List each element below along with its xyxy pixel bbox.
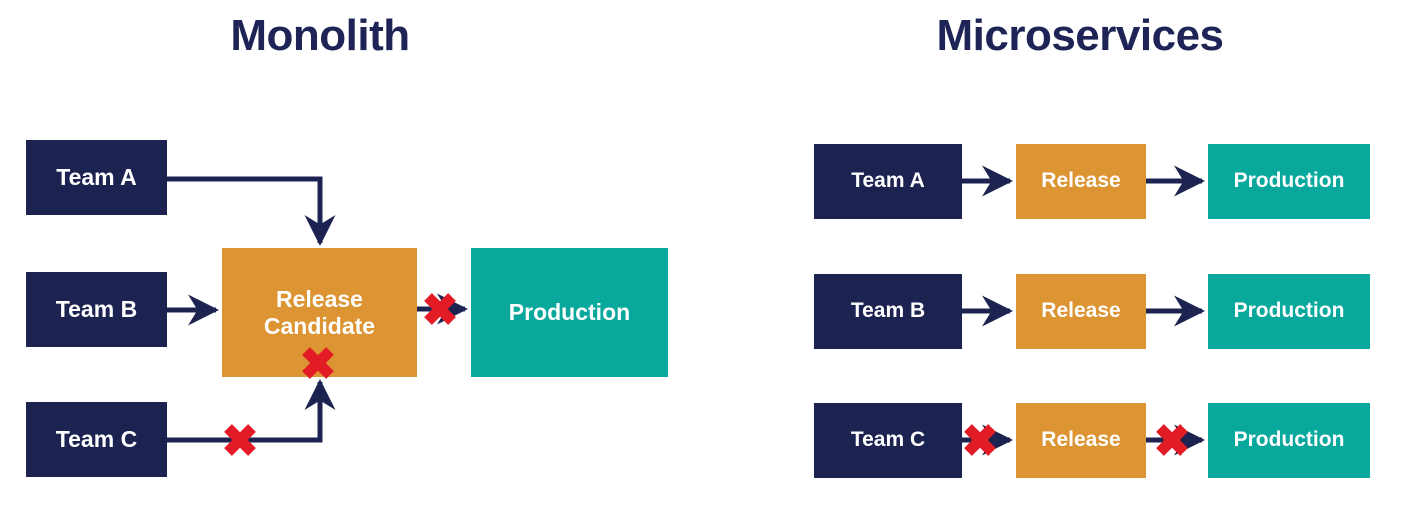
microservices-row2-node-production[interactable]: Production — [1208, 274, 1370, 349]
microservices-row1-node-release[interactable]: Release — [1016, 144, 1146, 219]
microservices-row1-node-team[interactable]: Team A — [814, 144, 962, 219]
failure-x-icon-mono-production-inbound — [424, 293, 456, 325]
microservices-row3-node-team[interactable]: Team C — [814, 403, 962, 478]
link-mono-team-a-to-release — [167, 176, 336, 247]
microservices-row1-node-production[interactable]: Production — [1208, 144, 1370, 219]
monolith-node-team-c[interactable]: Team C — [26, 402, 167, 477]
monolith-node-production[interactable]: Production — [471, 248, 668, 377]
microservices-row2-node-team[interactable]: Team B — [814, 274, 962, 349]
monolith-node-release-candidate[interactable]: Release Candidate — [222, 248, 417, 377]
failure-x-icon-micro-row3-team-to-release — [964, 424, 996, 456]
link-mono-team-c-to-release — [167, 378, 336, 443]
failure-x-icon-mono-team-c — [224, 424, 256, 456]
panel-title-microservices: Microservices — [936, 11, 1224, 60]
failure-x-icon-micro-row3-release-to-production — [1156, 424, 1188, 456]
microservices-row2-node-release[interactable]: Release — [1016, 274, 1146, 349]
monolith-node-team-b[interactable]: Team B — [26, 272, 167, 347]
microservices-row3-node-production[interactable]: Production — [1208, 403, 1370, 478]
release-candidate-label-line2: Candidate — [263, 312, 376, 339]
failure-x-icon-mono-release-inbound — [302, 347, 334, 379]
panel-title-monolith: Monolith — [230, 11, 410, 60]
monolith-node-team-a[interactable]: Team A — [26, 140, 167, 215]
microservices-row3-node-release[interactable]: Release — [1016, 403, 1146, 478]
release-candidate-label-line1: Release — [276, 286, 363, 313]
